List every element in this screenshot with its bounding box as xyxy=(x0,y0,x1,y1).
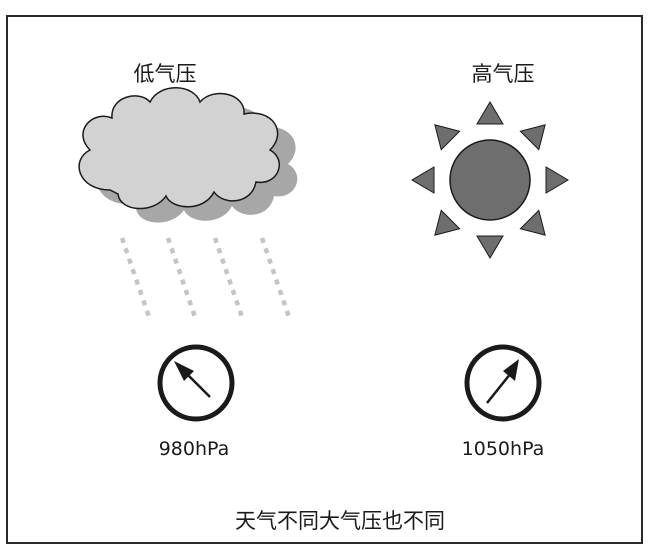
rain-streak xyxy=(212,237,246,321)
rain-streak xyxy=(165,237,199,321)
left-gauge-icon xyxy=(157,344,235,422)
diagram-caption: 天气不同大气压也不同 xyxy=(235,509,445,533)
gauge-needle-head xyxy=(503,359,519,381)
sun-ray xyxy=(476,235,504,259)
sun-ray xyxy=(545,166,569,194)
sun-disc xyxy=(449,139,531,221)
sun-ray xyxy=(434,124,461,151)
gauge-needle xyxy=(486,372,512,404)
gauge-needle xyxy=(187,374,211,398)
high-pressure-title: 高气压 xyxy=(471,62,535,86)
low-pressure-reading: 980hPa xyxy=(158,438,230,460)
sun-icon xyxy=(411,101,569,259)
rain-streaks xyxy=(119,237,293,321)
right-gauge-icon xyxy=(464,344,542,422)
rain-streak xyxy=(259,237,293,321)
sun-ray xyxy=(411,166,435,194)
rain-streak xyxy=(119,237,153,321)
diagram-frame xyxy=(6,15,643,544)
rain-cloud-icon xyxy=(78,87,281,210)
gauge-needle-head xyxy=(174,361,194,381)
sun-ray xyxy=(434,209,461,236)
sun-ray xyxy=(519,209,546,236)
high-pressure-reading: 1050hPa xyxy=(461,438,545,460)
sun-ray xyxy=(519,124,546,151)
low-pressure-title: 低气压 xyxy=(133,62,197,86)
sun-ray xyxy=(476,101,504,125)
